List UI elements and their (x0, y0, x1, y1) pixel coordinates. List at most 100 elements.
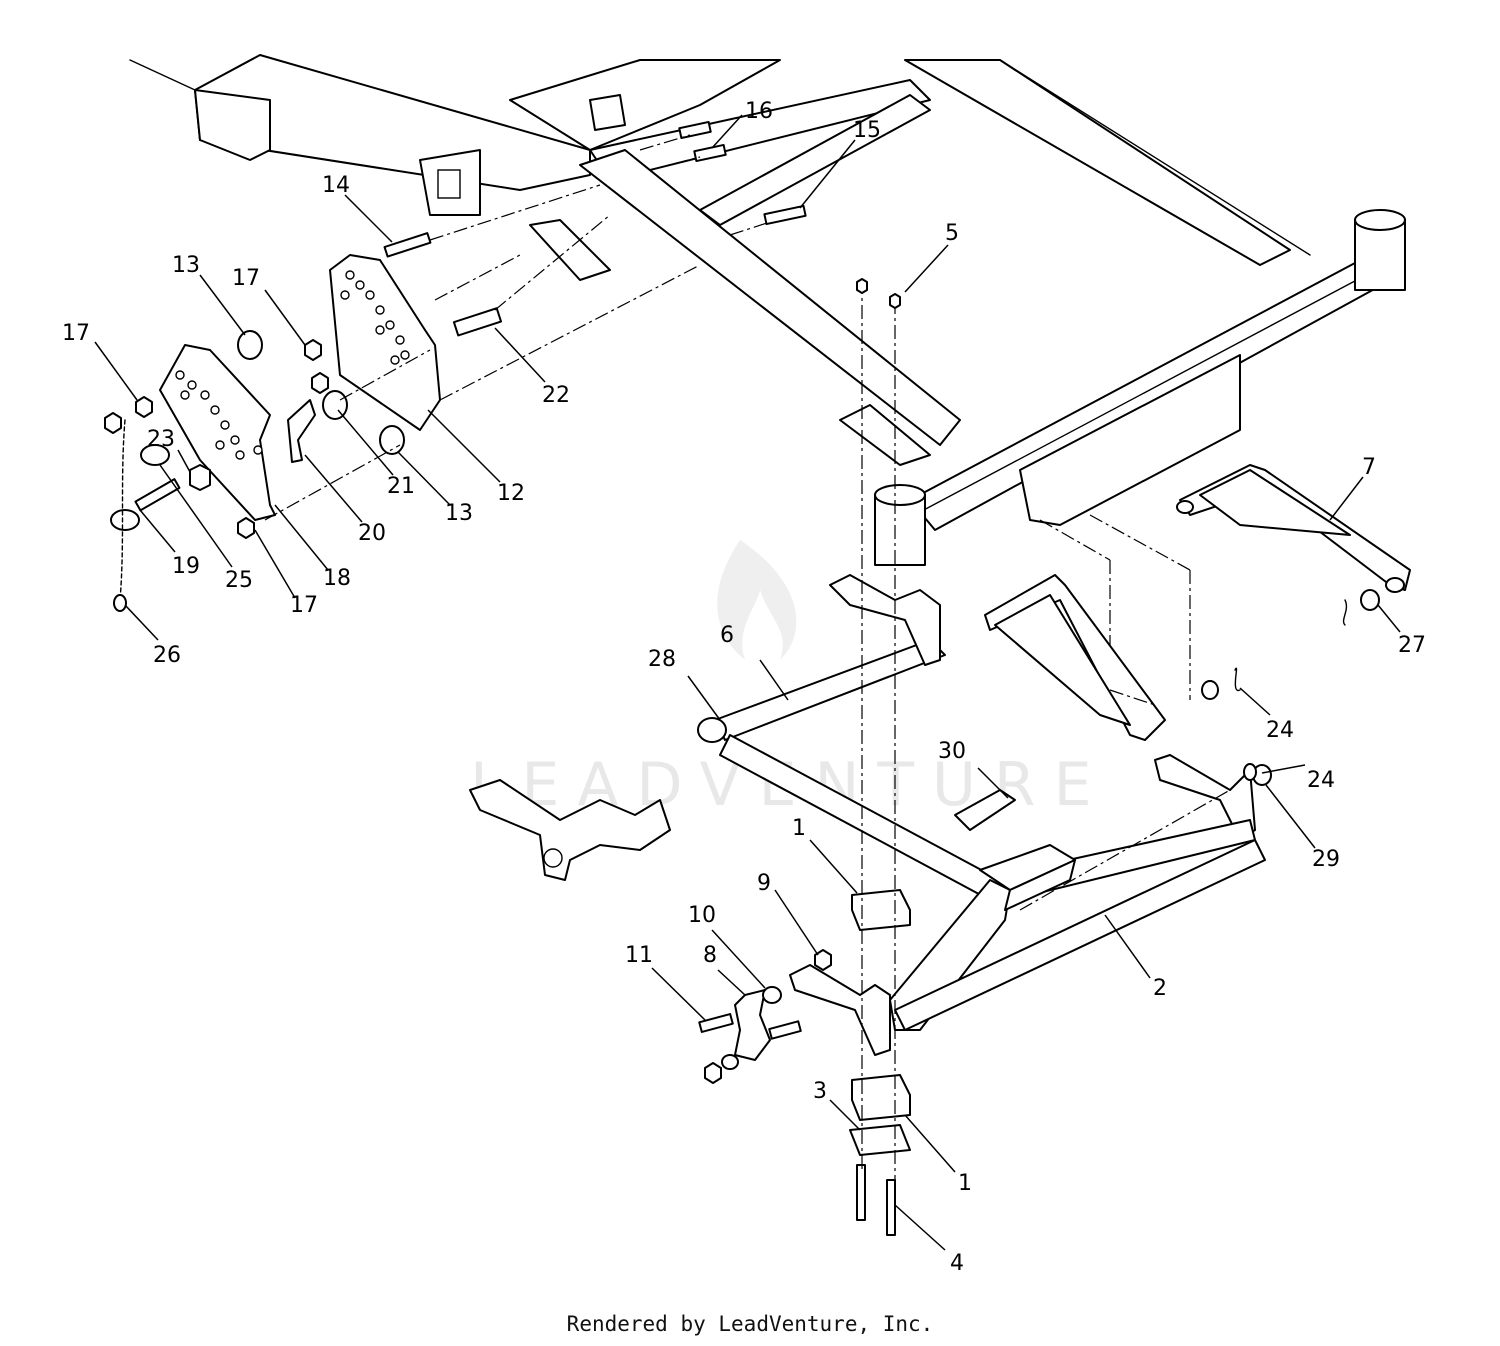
washer-24a (1201, 680, 1219, 700)
callout-12: 12 (497, 481, 525, 506)
bolt-22 (452, 307, 503, 337)
spacer-13b (379, 425, 405, 455)
callout-29: 29 (1312, 847, 1340, 872)
lower-bracket (789, 964, 891, 1056)
nut-8c (704, 1062, 722, 1084)
nut-misc (104, 412, 122, 434)
right-lift-arm (1154, 754, 1256, 841)
main-frame (129, 54, 1406, 700)
weldment-tube (894, 839, 1266, 1031)
frame-tab (589, 94, 626, 131)
clip-27 (1342, 599, 1348, 626)
arm-7-web (1199, 469, 1351, 536)
frame-inner-rail (699, 94, 931, 226)
clip-24b (1243, 763, 1257, 781)
callout-21: 21 (387, 474, 415, 499)
washer-27 (1360, 589, 1380, 611)
callout-25: 25 (225, 568, 253, 593)
callout-10: 10 (688, 903, 716, 928)
washer-8d (721, 1054, 739, 1070)
callout-13-upper: 13 (172, 253, 200, 278)
callout-17-upper: 17 (232, 266, 260, 291)
lift-assembly (469, 278, 1411, 1236)
bolt-11 (698, 1013, 734, 1033)
bracket-30 (954, 789, 1016, 831)
render-credit-footer: Rendered by LeadVenture, Inc. (566, 1312, 934, 1336)
spacer-13a (237, 330, 263, 360)
callout-1-upper: 1 (792, 816, 806, 841)
nut-17c (135, 396, 153, 418)
nut-9 (814, 949, 832, 971)
callout-2: 2 (1153, 976, 1167, 1001)
bolt-8b (768, 1020, 802, 1040)
clamp-1b (851, 1074, 911, 1121)
pin-19-ring (110, 509, 140, 531)
bolt-16a (678, 120, 712, 140)
callout-5: 5 (945, 221, 959, 246)
callout-15: 15 (853, 118, 881, 143)
callout-27: 27 (1398, 633, 1426, 658)
fitting-28 (697, 717, 727, 743)
bolt-4a (856, 1164, 866, 1221)
callout-23: 23 (147, 427, 175, 452)
callout-28: 28 (648, 647, 676, 672)
callout-18: 18 (323, 566, 351, 591)
callout-17-lower: 17 (290, 593, 318, 618)
lanyard-26 (119, 419, 126, 601)
callout-4: 4 (950, 1251, 964, 1276)
plate-12-holes (340, 270, 410, 365)
callout-16: 16 (745, 99, 773, 124)
center-bracket (839, 404, 931, 466)
arm-middle-web (994, 594, 1131, 726)
nut-17d (237, 517, 255, 539)
clamp-1a (851, 889, 911, 931)
plate-18 (159, 344, 276, 521)
frame-deck-plate (509, 59, 781, 151)
callout-22: 22 (542, 383, 570, 408)
plate-18-holes (175, 370, 263, 460)
bolt-15 (763, 204, 807, 226)
left-pivot-top (874, 484, 926, 506)
callout-20: 20 (358, 521, 386, 546)
callout-14: 14 (322, 173, 350, 198)
nut-17a (304, 339, 322, 361)
nut-23 (189, 464, 211, 491)
washer-10 (762, 986, 782, 1004)
left-pivot-tube (874, 494, 926, 566)
right-pivot-top (1354, 209, 1406, 231)
callout-17-left: 17 (62, 321, 90, 346)
callout-6: 6 (720, 623, 734, 648)
weldment-block-side (1004, 859, 1076, 911)
left-rail-end (194, 89, 271, 161)
callout-leaders (94, 114, 1401, 1251)
callout-11: 11 (625, 943, 653, 968)
left-lift-arm (469, 779, 671, 881)
callout-26: 26 (153, 643, 181, 668)
nut-5b (889, 293, 901, 309)
handle-20 (287, 399, 316, 463)
frame-diagonal-tube (579, 149, 961, 446)
pin-19 (134, 478, 181, 512)
callout-30: 30 (938, 739, 966, 764)
callout-labels: 16 15 14 5 13 17 17 22 23 21 12 13 20 7 … (62, 99, 1426, 1276)
rod-6 (714, 639, 946, 741)
clip-24a (1234, 667, 1241, 691)
callout-1-lower: 1 (958, 1171, 972, 1196)
spacer-21 (322, 390, 348, 420)
nut-5a (856, 278, 868, 294)
bolt-4b (886, 1179, 896, 1236)
pin-25 (140, 444, 170, 466)
callout-13-lower: 13 (445, 501, 473, 526)
frame-lug (529, 219, 611, 281)
callout-8: 8 (703, 943, 717, 968)
lift-bracket (829, 574, 941, 666)
plate-12 (329, 254, 441, 431)
bolt-16b (693, 143, 727, 163)
callout-19: 19 (172, 554, 200, 579)
callout-7: 7 (1362, 455, 1376, 480)
hitch-plates (104, 184, 701, 612)
right-pivot-tube (1354, 219, 1406, 291)
callout-24-middle: 24 (1266, 718, 1294, 743)
callout-9: 9 (757, 871, 771, 896)
